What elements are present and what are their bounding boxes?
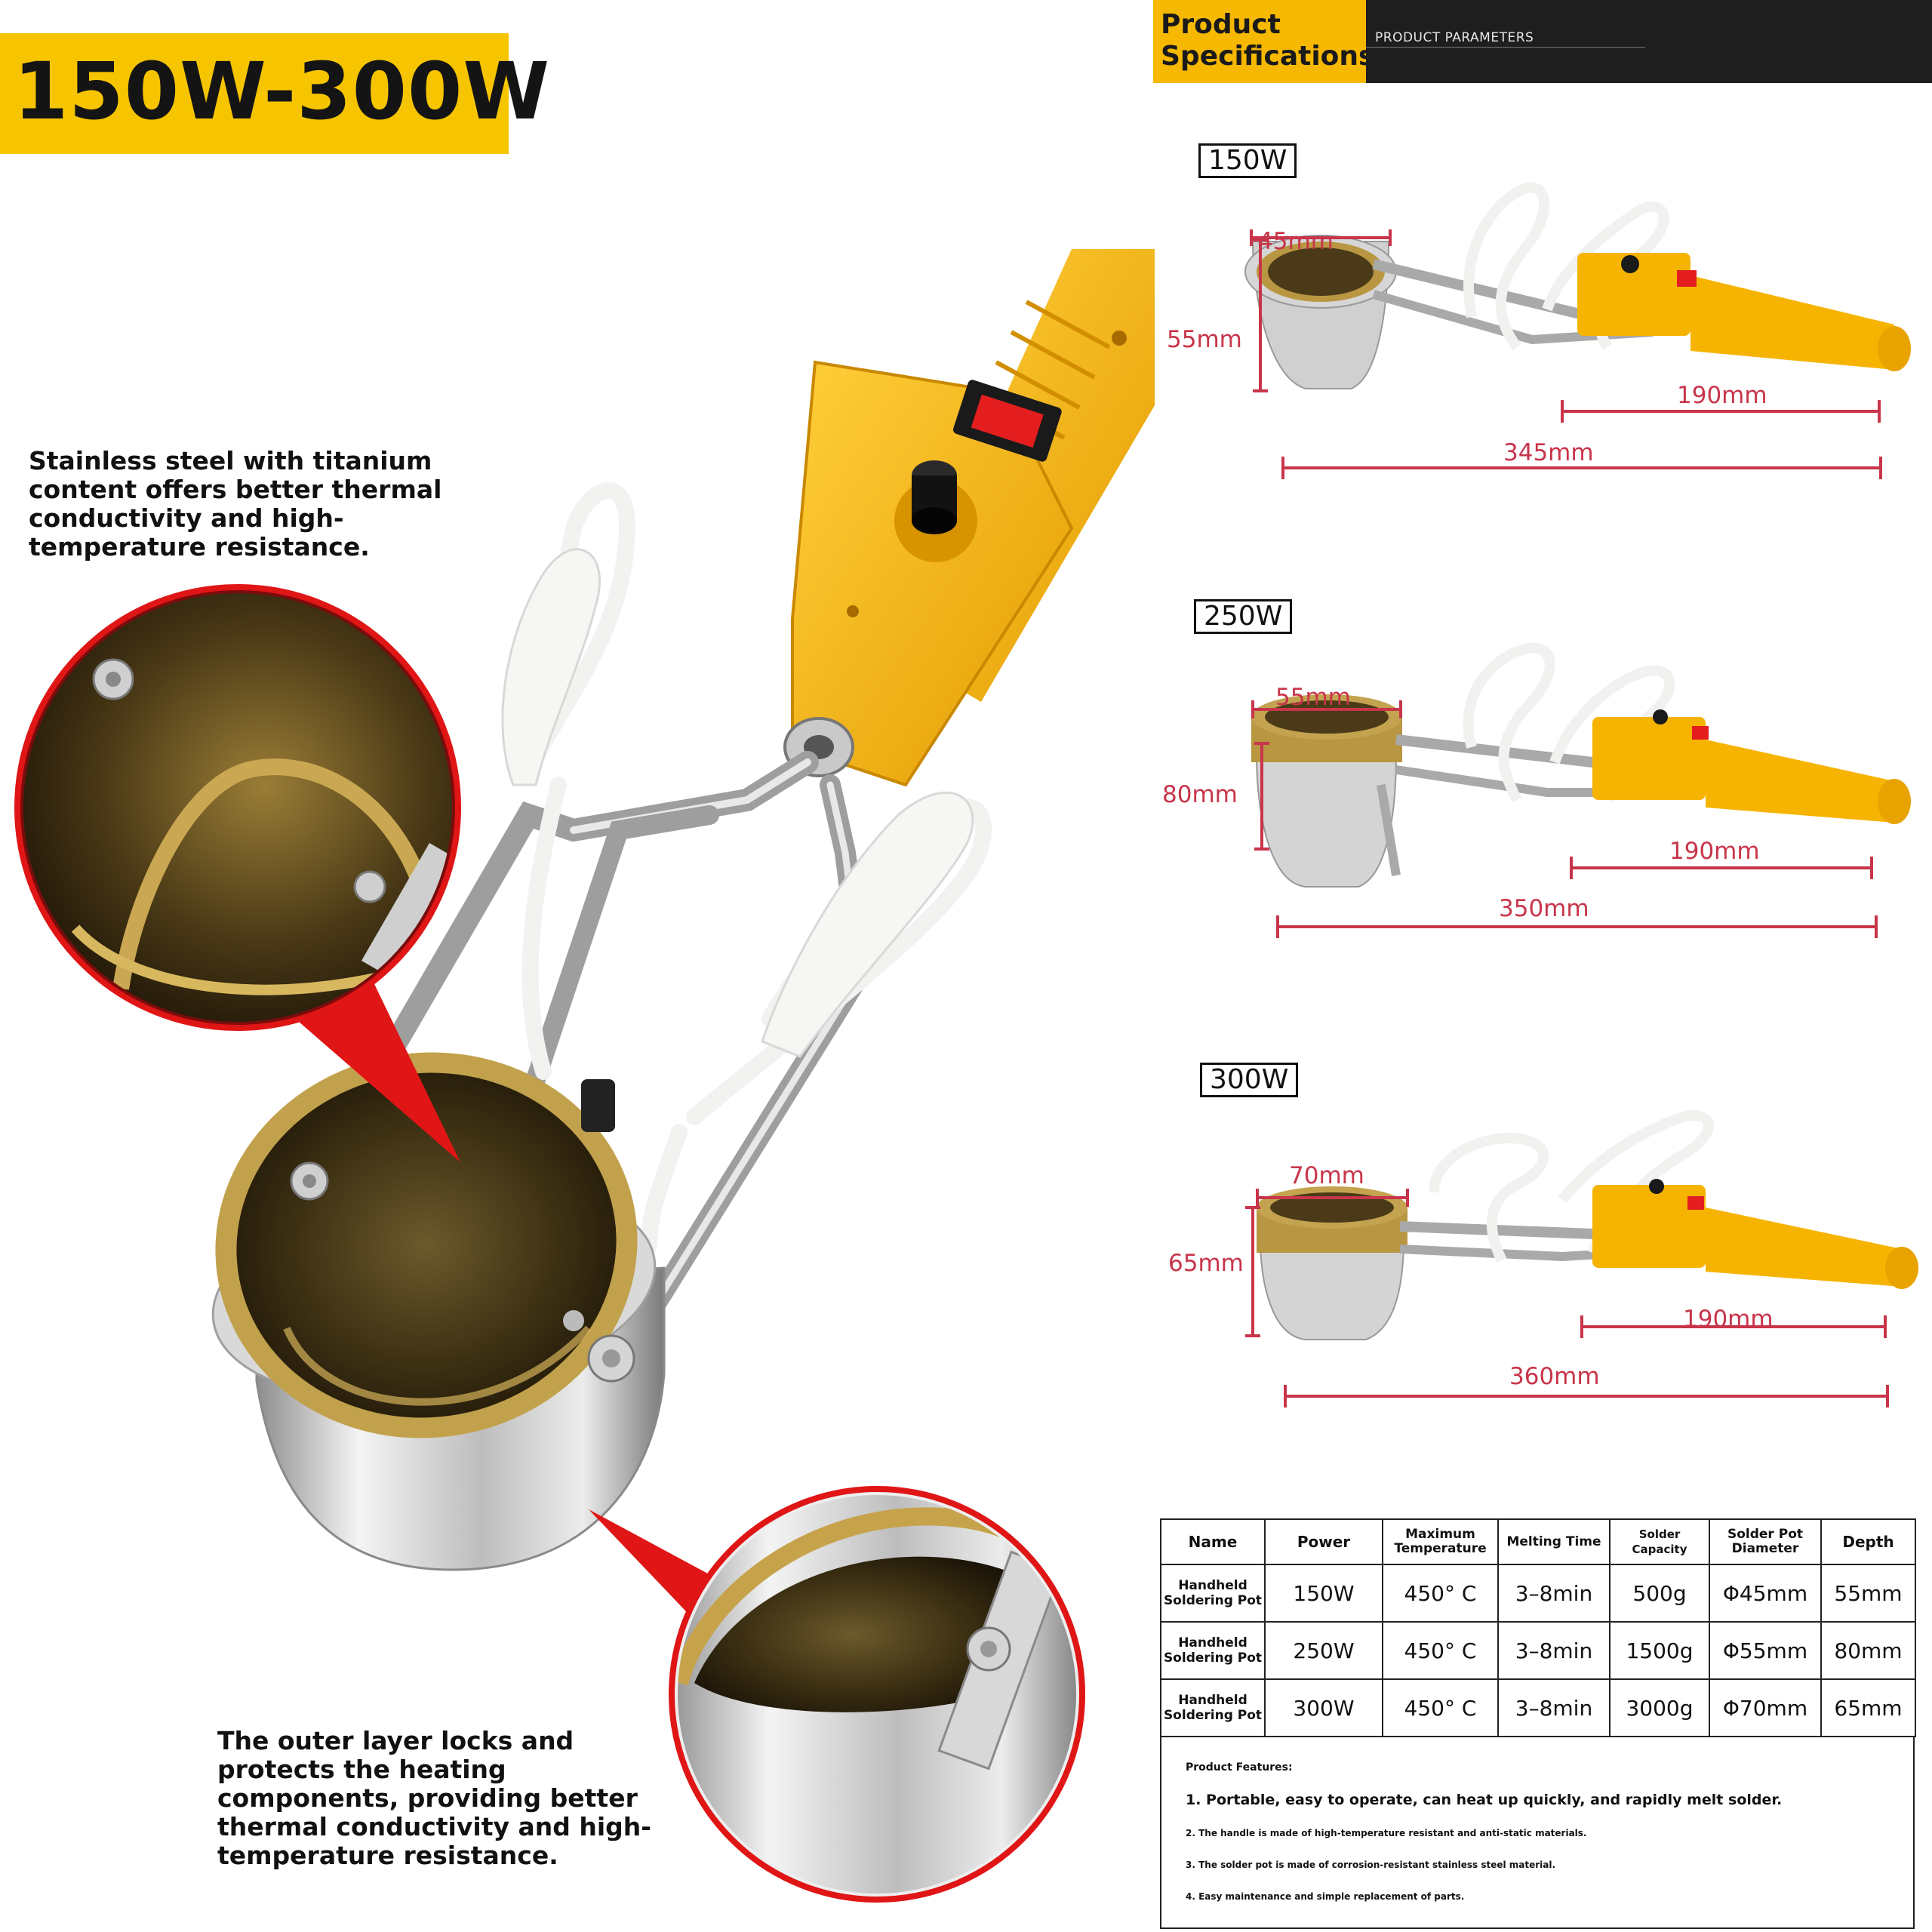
zoom-circle-bottom: [669, 1486, 1085, 1903]
dimension-handle-250w: 190mm: [1669, 838, 1760, 865]
table-cell: 450° C: [1382, 1678, 1499, 1737]
table-cell: 500g: [1609, 1564, 1710, 1623]
dimension-handle-150w: 190mm: [1677, 382, 1767, 409]
product-image-150w: [1244, 182, 1911, 389]
spec-header-subtitle-block: PRODUCT PARAMETERS: [1366, 0, 1932, 83]
dimension-depth-150w: 55mm: [1167, 326, 1242, 353]
table-header-row: Name Power Maximum Temperature Melting T…: [1160, 1518, 1916, 1565]
power-range-text: 150W-300W: [14, 45, 551, 137]
dimension-diameter-150w: 45mm: [1258, 228, 1334, 255]
table-cell: 3–8min: [1497, 1564, 1611, 1623]
table-header-cell: Solder Pot Diameter: [1709, 1518, 1822, 1565]
product-power-label-250w: 250W: [1194, 599, 1293, 634]
dimension-diameter-300w: 70mm: [1289, 1162, 1364, 1189]
table-header-cell: Power: [1264, 1518, 1383, 1565]
table-cell: 250W: [1264, 1621, 1383, 1680]
features-title: Product Features:: [1186, 1761, 1293, 1774]
table-header-cell: Maximum Temperature: [1382, 1518, 1499, 1565]
product-power-label-300w: 300W: [1200, 1063, 1299, 1097]
product-features-box: Product Features: 1. Portable, easy to o…: [1160, 1737, 1915, 1929]
product-image-300w: [1257, 1110, 1918, 1340]
white-grip-right: [761, 791, 974, 1058]
spec-header-subtitle: PRODUCT PARAMETERS: [1375, 30, 1534, 45]
table-cell: 80mm: [1820, 1621, 1916, 1680]
table-header-cell: Solder Capacity: [1609, 1518, 1710, 1565]
table-cell: 3000g: [1609, 1678, 1710, 1737]
callout-text-titanium: Stainless steel with titanium content of…: [29, 446, 442, 561]
dimension-total-300w: 360mm: [1509, 1363, 1600, 1390]
table-cell: 150W: [1264, 1564, 1383, 1623]
dimension-diameter-250w: 55mm: [1275, 684, 1351, 711]
table-cell: 450° C: [1382, 1564, 1499, 1623]
table-header-cell: Depth: [1820, 1518, 1916, 1565]
table-cell: 65mm: [1820, 1678, 1916, 1737]
main-solder-pot: [211, 1052, 666, 1571]
table-cell: Φ55mm: [1709, 1621, 1822, 1680]
feature-item: 2. The handle is made of high-temperatur…: [1186, 1828, 1587, 1838]
dimension-depth-300w: 65mm: [1168, 1250, 1244, 1277]
table-cell: 3–8min: [1497, 1678, 1611, 1737]
product-diagram-250w: [1251, 642, 1911, 938]
dimension-total-150w: 345mm: [1503, 439, 1594, 466]
table-cell: Φ45mm: [1709, 1564, 1822, 1623]
product-diagram-300w: [1245, 1110, 1918, 1407]
product-diagram-150w: [1244, 182, 1911, 479]
table-cell: 3–8min: [1497, 1621, 1611, 1680]
table-cell: Handheld Soldering Pot: [1160, 1564, 1266, 1623]
dimension-total-250w: 350mm: [1499, 895, 1589, 922]
power-range-banner: 150W-300W: [0, 33, 549, 154]
callout-text-outer-layer: The outer layer locks and protects the h…: [217, 1726, 651, 1870]
specifications-table: Name Power Maximum Temperature Melting T…: [1160, 1518, 1916, 1737]
table-cell: Φ70mm: [1709, 1678, 1822, 1737]
table-cell: 450° C: [1382, 1621, 1499, 1680]
table-cell: 300W: [1264, 1678, 1383, 1737]
table-cell: Handheld Soldering Pot: [1160, 1621, 1266, 1680]
table-row: Handheld Soldering Pot 150W 450° C 3–8mi…: [1160, 1564, 1916, 1623]
table-cell: Handheld Soldering Pot: [1160, 1678, 1266, 1737]
white-grip-left: [501, 548, 601, 786]
zoom-circle-top: [14, 584, 461, 1031]
feature-item: 1. Portable, easy to operate, can heat u…: [1186, 1792, 1783, 1808]
table-header-cell: Name: [1160, 1518, 1266, 1565]
product-image-250w: [1251, 642, 1911, 888]
header-divider: [1366, 47, 1645, 48]
product-power-label-150w: 150W: [1198, 143, 1297, 178]
feature-item: 4. Easy maintenance and simple replaceme…: [1186, 1891, 1465, 1902]
dimension-handle-300w: 190mm: [1683, 1306, 1774, 1333]
product-hero-panel: 150W-300W Stainless steel with titanium …: [0, 33, 1155, 1903]
table-row: Handheld Soldering Pot 300W 450° C 3–8mi…: [1160, 1678, 1916, 1737]
dimension-depth-250w: 80mm: [1162, 781, 1238, 808]
table-header-cell: Melting Time: [1497, 1518, 1611, 1565]
soldering-pot-hero-illustration: [14, 249, 1155, 1903]
yellow-handle: [783, 249, 1155, 787]
table-cell: 55mm: [1820, 1564, 1916, 1623]
feature-item: 3. The solder pot is made of corrosion-r…: [1186, 1860, 1556, 1870]
table-cell: 1500g: [1609, 1621, 1710, 1680]
table-row: Handheld Soldering Pot 250W 450° C 3–8mi…: [1160, 1621, 1916, 1680]
